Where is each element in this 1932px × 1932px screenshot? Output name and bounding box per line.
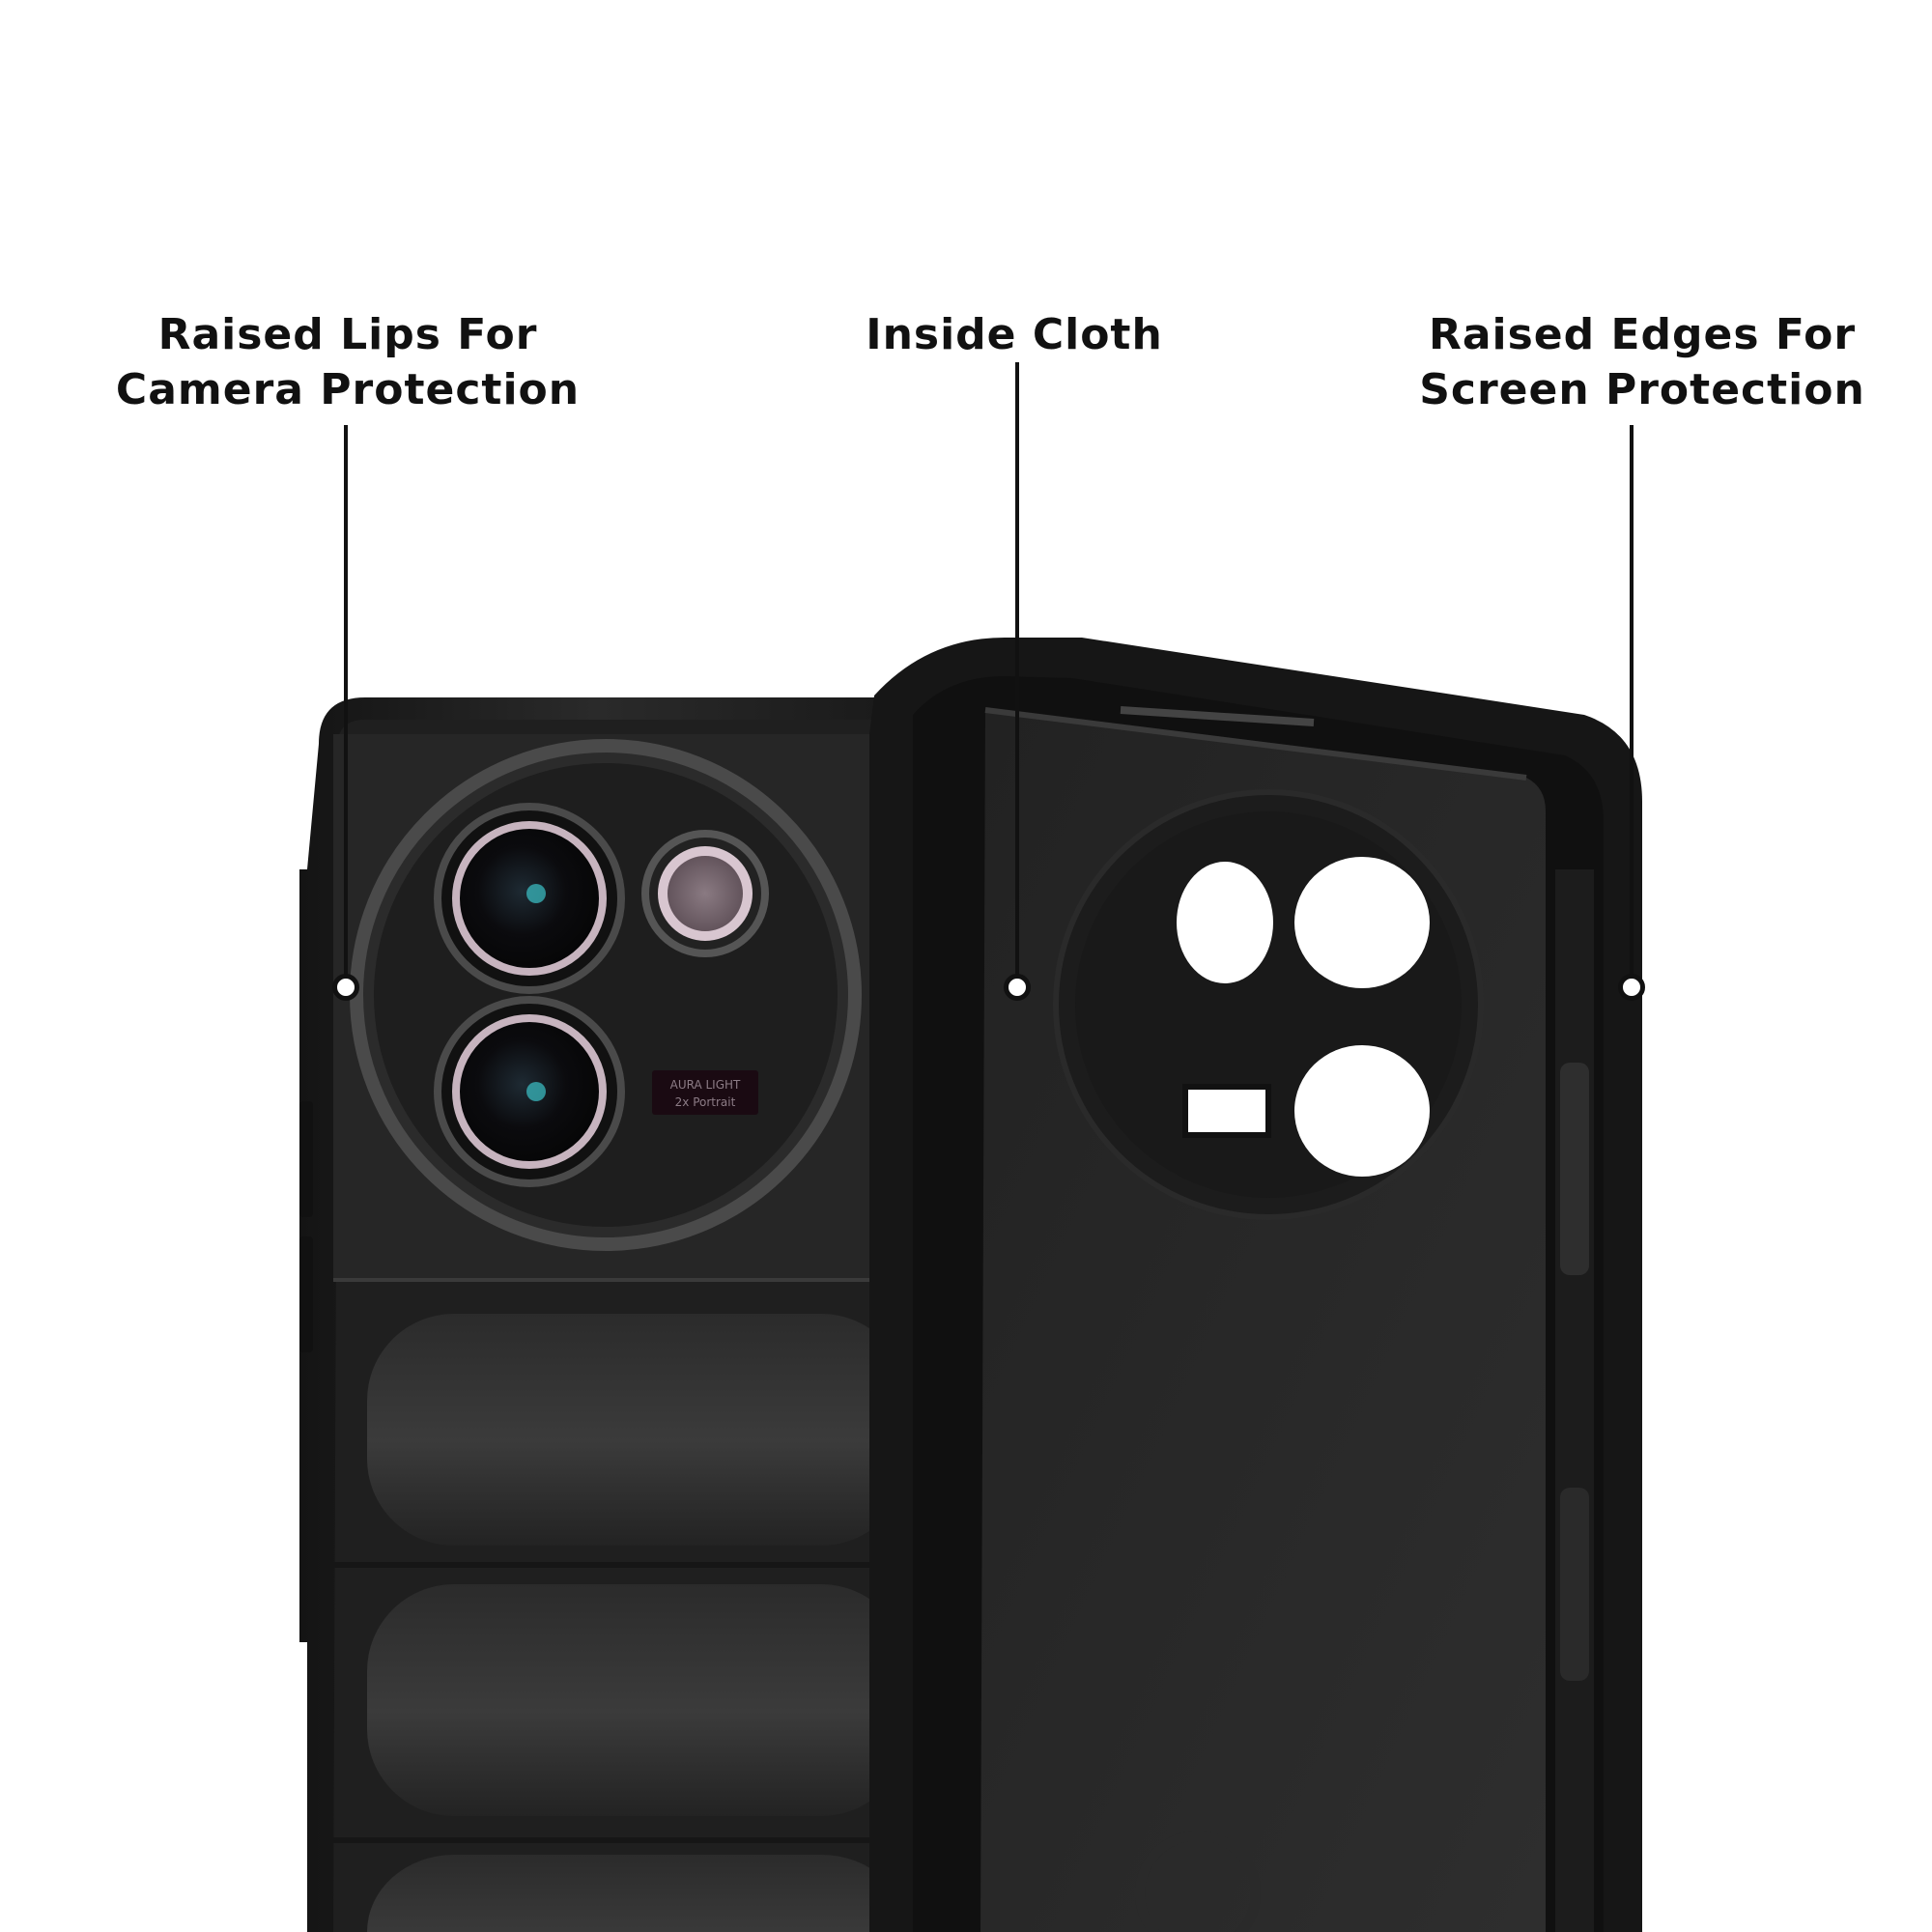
callout-camera-leader-line (344, 425, 348, 987)
lens-badge-line-1: AURA LIGHT (670, 1078, 741, 1092)
callout-camera-line-2: Camera Protection (115, 365, 581, 414)
callout-screen-protection: Raised Edges For Screen Protection (1352, 307, 1932, 417)
callout-screen-marker-dot (1618, 974, 1645, 1001)
lens-badge-line-2: 2x Portrait (675, 1095, 736, 1109)
case-inside-view (869, 638, 1642, 1932)
case-back-view: AURA LIGHT 2x Portrait (299, 697, 908, 1932)
callout-camera-protection: Raised Lips For Camera Protection (58, 307, 638, 417)
callout-camera-marker-dot (332, 974, 359, 1001)
callout-cloth-marker-dot (1004, 974, 1031, 1001)
callout-camera-line-1: Raised Lips For (157, 310, 538, 359)
callout-screen-line-2: Screen Protection (1419, 365, 1865, 414)
callout-cloth-leader-line (1015, 362, 1019, 987)
callout-inside-cloth: Inside Cloth (773, 307, 1256, 362)
callout-cloth-line-1: Inside Cloth (866, 310, 1163, 359)
callout-screen-line-1: Raised Edges For (1428, 310, 1857, 359)
callout-screen-leader-line (1630, 425, 1634, 987)
